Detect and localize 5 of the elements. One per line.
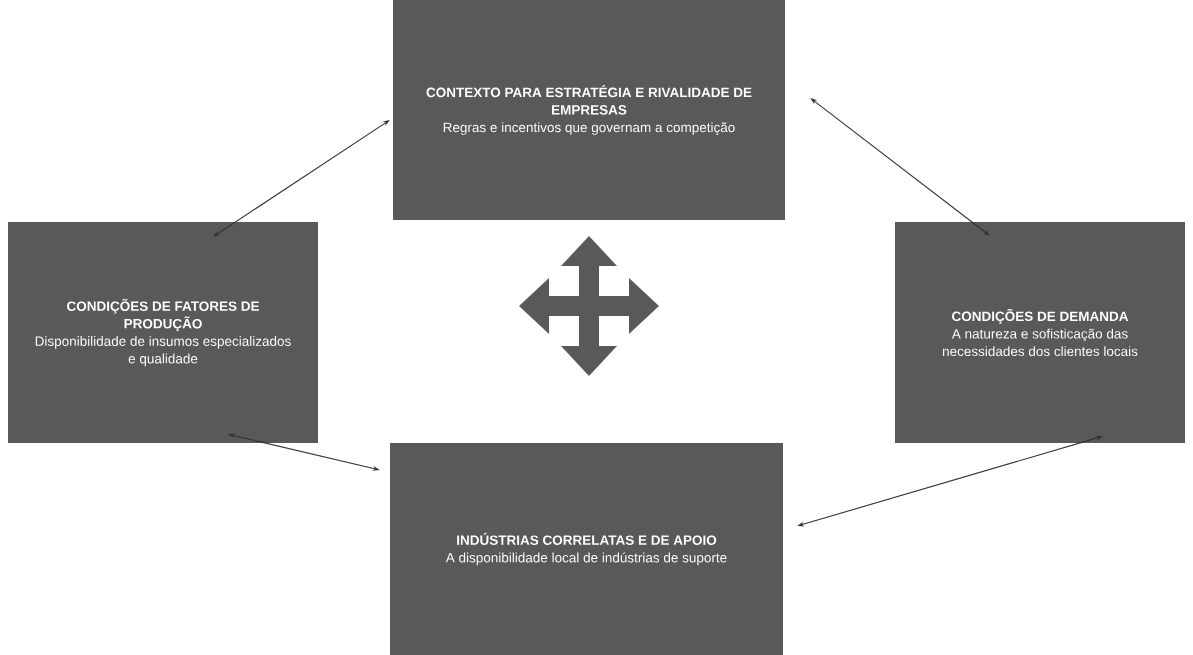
double-arrow [810,98,990,236]
factor-box: INDÚSTRIAS CORRELATAS E DE APOIO A disponibilidade local de indústrias de suporte [390,443,783,655]
factor-box: CONDIÇÕES DE DEMANDA A natureza e sofisticação das necessidades dos clientes locais [895,222,1185,443]
factor-box: CONTEXTO PARA ESTRATÉGIA E RIVALIDADE DE EMPRESAS Regras e incentivos que governam a competição [393,0,785,220]
factor-box: CONDIÇÕES DE FATORES DE PRODUÇÃO Disponibilidade de insumos especializados e qualidade [8,222,318,443]
